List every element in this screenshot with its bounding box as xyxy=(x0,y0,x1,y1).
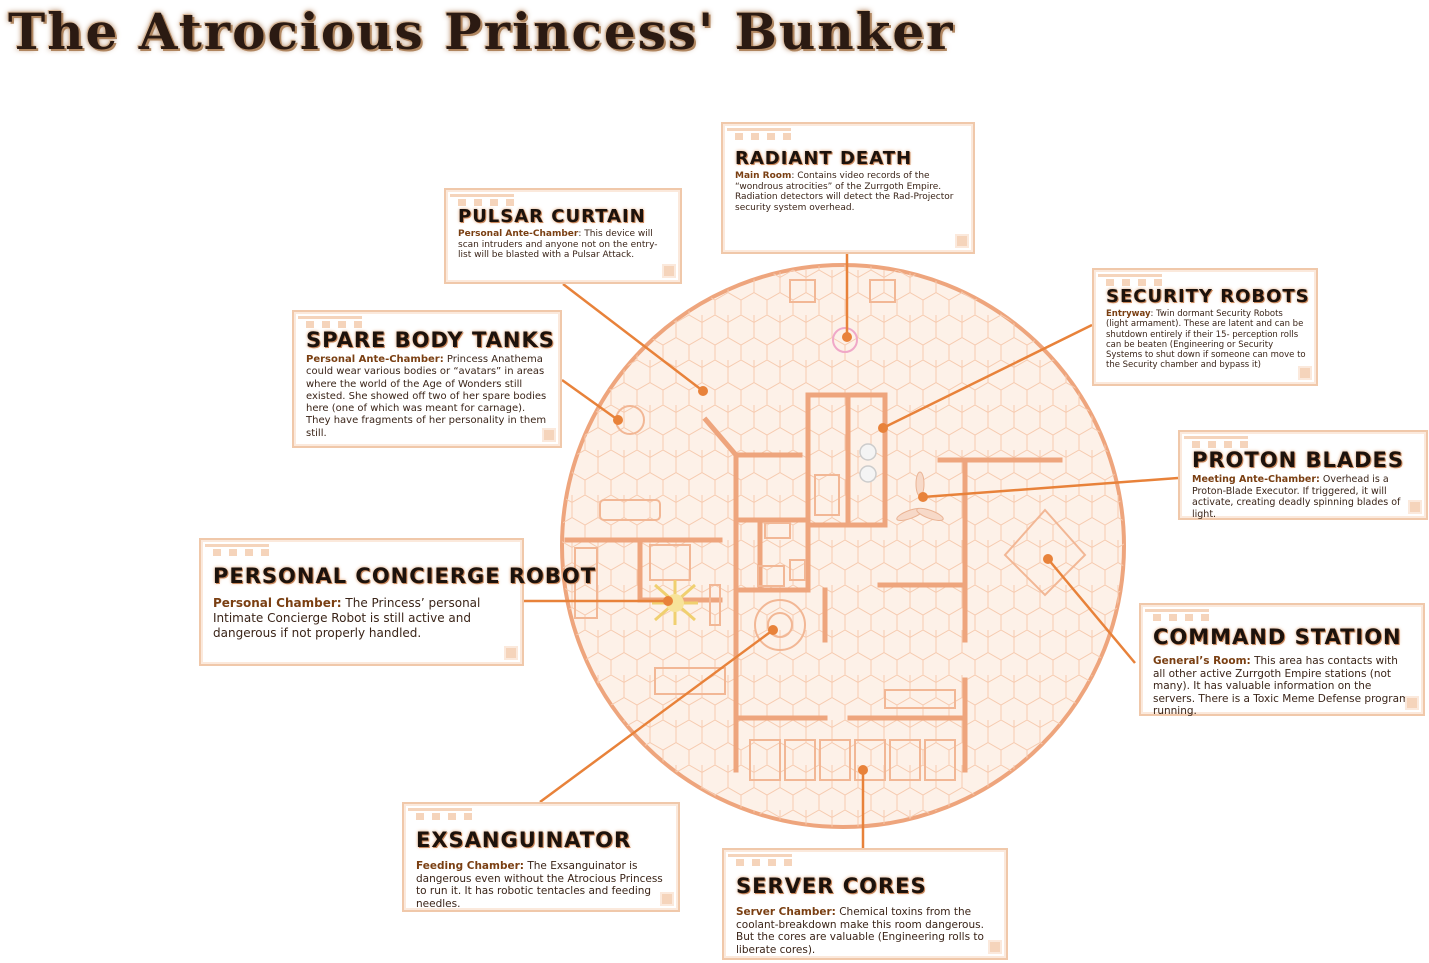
callout-command-station: Command Station General’s Room: This are… xyxy=(1139,603,1425,717)
callout-text: Personal Ante-Chamber: Princess Anathema… xyxy=(306,354,547,439)
callout-room: Personal Ante-Chamber xyxy=(458,229,579,239)
callout-decoration xyxy=(1184,436,1248,448)
callout-room: Main Room xyxy=(735,171,792,181)
callout-text: Meeting Ante-Chamber: Overhead is a Prot… xyxy=(1192,474,1401,520)
callout-spare-body-tanks: Spare Body Tanks Personal Ante-Chamber: … xyxy=(292,310,562,448)
callout-text: Entryway: Twin dormant Security Robots (… xyxy=(1106,309,1306,371)
callout-text: Feeding Chamber: The Exsanguinator is da… xyxy=(416,860,663,910)
callout-decoration xyxy=(1145,609,1209,621)
callout-decoration xyxy=(298,316,362,328)
callout-decoration xyxy=(408,808,472,820)
callout-room: General’s Room: xyxy=(1153,655,1251,667)
map-title: The Atrocious Princess' Bunker xyxy=(8,2,955,61)
callout-room: Server Chamber: xyxy=(736,906,836,918)
callout-heading: Security Robots xyxy=(1106,286,1310,307)
callout-heading: Personal Concierge Robot xyxy=(213,564,597,588)
callout-heading: Server Cores xyxy=(736,874,927,898)
callout-decoration xyxy=(450,194,514,206)
leader-endpoints xyxy=(613,332,1053,775)
callout-security-robots: Security Robots Entryway: Twin dormant S… xyxy=(1092,268,1318,386)
callout-corner-decoration xyxy=(662,264,676,278)
callout-corner-decoration xyxy=(542,428,556,442)
callout-heading: Spare Body Tanks xyxy=(306,328,555,352)
callout-heading: Radiant Death xyxy=(735,148,913,169)
callout-text: General’s Room: This area has contacts w… xyxy=(1153,655,1410,717)
callout-heading: Exsanguinator xyxy=(416,828,632,852)
furniture xyxy=(574,279,1087,781)
callout-room: Meeting Ante-Chamber: xyxy=(1192,474,1320,485)
callout-corner-decoration xyxy=(660,892,674,906)
callout-corner-decoration xyxy=(1405,696,1419,710)
callout-room: Personal Ante-Chamber: xyxy=(306,354,444,365)
callout-decoration xyxy=(727,128,791,140)
callout-server-cores: Server Cores Server Chamber: Chemical to… xyxy=(722,848,1008,960)
callout-proton-blades: Proton Blades Meeting Ante-Chamber: Over… xyxy=(1178,430,1428,520)
callout-heading: Command Station xyxy=(1153,625,1402,649)
callout-corner-decoration xyxy=(1408,500,1422,514)
callout-room: Feeding Chamber: xyxy=(416,860,524,872)
callout-exsanguinator: Exsanguinator Feeding Chamber: The Exsan… xyxy=(402,802,680,912)
interior-walls xyxy=(564,392,1063,773)
callout-room: Personal Chamber: xyxy=(213,596,342,610)
callout-corner-decoration xyxy=(1298,366,1312,380)
security-robot-pods xyxy=(859,443,877,483)
callout-decoration xyxy=(728,854,792,866)
callout-corner-decoration xyxy=(504,646,518,660)
callout-heading: Proton Blades xyxy=(1192,448,1405,472)
callout-heading: Pulsar Curtain xyxy=(458,206,646,227)
callout-corner-decoration xyxy=(955,234,969,248)
callout-corner-decoration xyxy=(988,940,1002,954)
callout-radiant-death: Radiant Death Main Room: Contains video … xyxy=(721,122,975,254)
callout-text: Main Room: Contains video records of the… xyxy=(735,171,954,213)
callout-personal-concierge-robot: Personal Concierge Robot Personal Chambe… xyxy=(199,538,597,666)
callout-text: Personal Ante-Chamber: This device will … xyxy=(458,229,658,260)
callout-room: Entryway xyxy=(1106,309,1151,319)
callout-text: Server Chamber: Chemical toxins from the… xyxy=(736,906,984,956)
callout-text: Personal Chamber: The Princess’ personal… xyxy=(213,596,481,640)
proton-blade-fan xyxy=(896,471,944,521)
leader-lines xyxy=(524,254,1179,848)
callout-pulsar-curtain: Pulsar Curtain Personal Ante-Chamber: Th… xyxy=(444,188,682,284)
callout-decoration xyxy=(1098,274,1162,286)
callout-decoration xyxy=(205,544,269,556)
